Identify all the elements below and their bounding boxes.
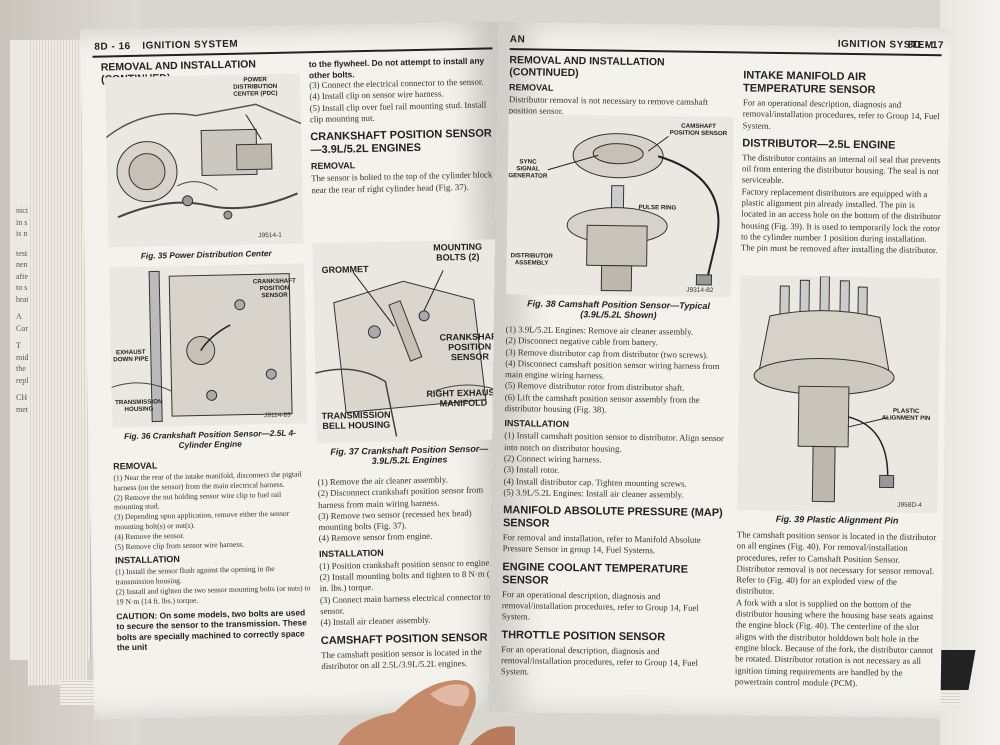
left-page-number: 8D - 16 (94, 40, 131, 53)
fig37-label-bell: TRANSMISSION BELL HOUSING (321, 409, 391, 432)
fig35-caption-box: Fig. 35 Power Distribution Center (109, 247, 304, 261)
fig38-label-dist: DISTRIBUTOR ASSEMBLY (510, 252, 553, 267)
fig38-label-cmp: CAMSHAFT POSITION SENSOR (669, 122, 728, 138)
fig38-caption: Fig. 38 Camshaft Position Sensor—Typical… (527, 298, 710, 321)
dist-paragraph: The camshaft position sensor is located … (736, 529, 937, 577)
table-surface-right (940, 0, 1000, 745)
dist-paragraph: Refer to (Fig. 40) for an exploded view … (736, 574, 898, 597)
removal-heading: REMOVAL (509, 82, 554, 93)
right-col-top: to the flywheel. Do not attempt to insta… (309, 55, 497, 196)
fig38-illustration: CAMSHAFT POSITION SENSOR SYNC SIGNAL GEN… (506, 114, 734, 298)
fig38-label-sync: SYNC SIGNAL GENERATOR (508, 158, 548, 180)
fig38-code: J9314-82 (686, 286, 714, 295)
page-stack-edge (28, 39, 88, 686)
right-col-bottom: (1) Remove the air cleaner assembly. (2)… (317, 473, 506, 672)
fig37-illustration: GROMMET MOUNTING BOLTS (2) CRANKSHAFT PO… (312, 239, 503, 444)
right-page: AN IGNITION SYSTEM 8D - 17 REMOVAL AND I… (488, 22, 950, 719)
fig37-label-bolts: MOUNTING BOLTS (2) (433, 241, 483, 263)
fig39-caption-box: Fig. 39 Plastic Alignment Pin (737, 513, 937, 526)
left-header-title: IGNITION SYSTEM (142, 38, 239, 52)
fig39-illustration: PLASTIC ALIGNMENT PIN J958D-4 (737, 275, 941, 514)
step: (5) Install clip over fuel rail mounting… (309, 99, 487, 125)
fig37-caption-box: Fig. 37 Crankshaft Position Sensor—3.9L/… (317, 443, 502, 467)
map-text: For removal and installation, refer to M… (502, 532, 701, 556)
fig38-label-pulse: PULSE RING (638, 203, 677, 212)
fig36-code: J9114-89 (264, 411, 291, 420)
ect-heading: ENGINE COOLANT TEMPERATURE SENSOR (502, 560, 689, 587)
right-header-left: AN (509, 34, 526, 46)
fig37-caption: Fig. 37 Crankshaft Position Sensor—3.9L/… (330, 443, 489, 466)
right-col1: REMOVAL AND INSTALLATION (Continued) REM… (509, 54, 735, 120)
right-page-number: 8D - 17 (907, 39, 945, 52)
ect-text: For an operational description, diagnosi… (501, 588, 699, 622)
iat-heading: INTAKE MANIFOLD AIR TEMPERATURE SENSOR (743, 69, 876, 97)
dist-paragraph: A fork with a slot is supplied on the bo… (734, 597, 934, 688)
left-page: 8D - 16 IGNITION SYSTEM REMOVAL AND INST… (80, 21, 513, 720)
thumb-holding-page (338, 680, 515, 745)
tps-heading: THROTTLE POSITION SENSOR (501, 628, 666, 644)
caution-note: CAUTION: On some models, two bolts are u… (116, 606, 307, 653)
fig36-label-sensor: CRANKSHAFT POSITION SENSOR (252, 277, 296, 300)
installation-heading: INSTALLATION (504, 418, 570, 430)
right-col2-bottom: The camshaft position sensor is located … (735, 529, 937, 690)
fig39-code: J958D-4 (897, 501, 922, 509)
step: (6) Lift the camshaft position sensor as… (504, 391, 700, 415)
underlying-page-text: nici in s is n testi nent after to s bra… (16, 206, 37, 414)
dist-paragraph: The distributor contains an internal oil… (741, 152, 941, 186)
removal-text: The sensor is bolted to the top of the c… (311, 169, 493, 195)
section-title: REMOVAL AND INSTALLATION (Continued) (509, 54, 665, 80)
fig36-caption: Fig. 36 Crankshaft Position Sensor—2.5L … (123, 427, 296, 451)
fig36-label-trans: TRANSMISSION HOUSING (115, 398, 163, 414)
fig35-code: J9514-1 (258, 231, 282, 240)
left-col-text: REMOVAL (1) Near the rear of the intake … (113, 453, 312, 653)
fig39-caption: Fig. 39 Plastic Alignment Pin (775, 513, 899, 526)
step: (1) Install camshaft position sensor to … (503, 430, 724, 454)
installation-step: (2) Install and tighten the two sensor m… (115, 583, 311, 607)
fig35-caption: Fig. 35 Power Distribution Center (140, 248, 272, 261)
fig36-illustration: CRANKSHAFT POSITION SENSOR EXHAUST DOWN … (108, 263, 308, 428)
fig38-caption-box: Fig. 38 Camshaft Position Sensor—Typical… (506, 298, 731, 321)
fig35-label-pdc: POWER DISTRIBUTION CENTER (PDC) (233, 76, 278, 98)
camshaft-text: The camshaft position sensor is located … (321, 646, 482, 671)
dist-heading: DISTRIBUTOR—2.5L ENGINE (742, 137, 896, 152)
fig37-label-grommet: GROMMET (321, 264, 369, 275)
map-heading: MANIFOLD ABSOLUTE PRESSURE (MAP) SENSOR (502, 504, 723, 530)
right-col1-bottom: (1) 3.9L/5.2L Engines: Remove air cleane… (501, 324, 731, 681)
fig37-label-manifold: RIGHT EXHAUST MANIFOLD (426, 387, 501, 409)
fig35-illustration: POWER DISTRIBUTION CENTER (PDC) J9514-1 (104, 73, 304, 248)
dist-paragraph: Factory replacement distributors are equ… (740, 186, 941, 256)
fig39-label-pin: PLASTIC ALIGNMENT PIN (881, 407, 931, 423)
step: (4) Disconnect camshaft position sensor … (505, 358, 720, 381)
camshaft-heading: CAMSHAFT POSITION SENSOR (320, 631, 488, 647)
ckp-heading: CRANKSHAFT POSITION SENSOR—3.9L/5.2L ENG… (310, 127, 492, 157)
fig36-caption-box: Fig. 36 Crankshaft Position Sensor—2.5L … (112, 427, 307, 451)
tps-text: For an operational description, diagnosi… (500, 643, 699, 677)
fig37-label-sensor: CRANKSHAFT POSITION SENSOR (439, 331, 503, 363)
step: (5) 3.9L/5.2L Engines: Install air clean… (503, 486, 684, 500)
fig36-label-pipe: EXHAUST DOWN PIPE (113, 348, 149, 364)
iat-text: For an operational description, diagnosi… (742, 97, 940, 131)
right-col2: INTAKE MANIFOLD AIR TEMPERATURE SENSOR F… (741, 69, 944, 256)
